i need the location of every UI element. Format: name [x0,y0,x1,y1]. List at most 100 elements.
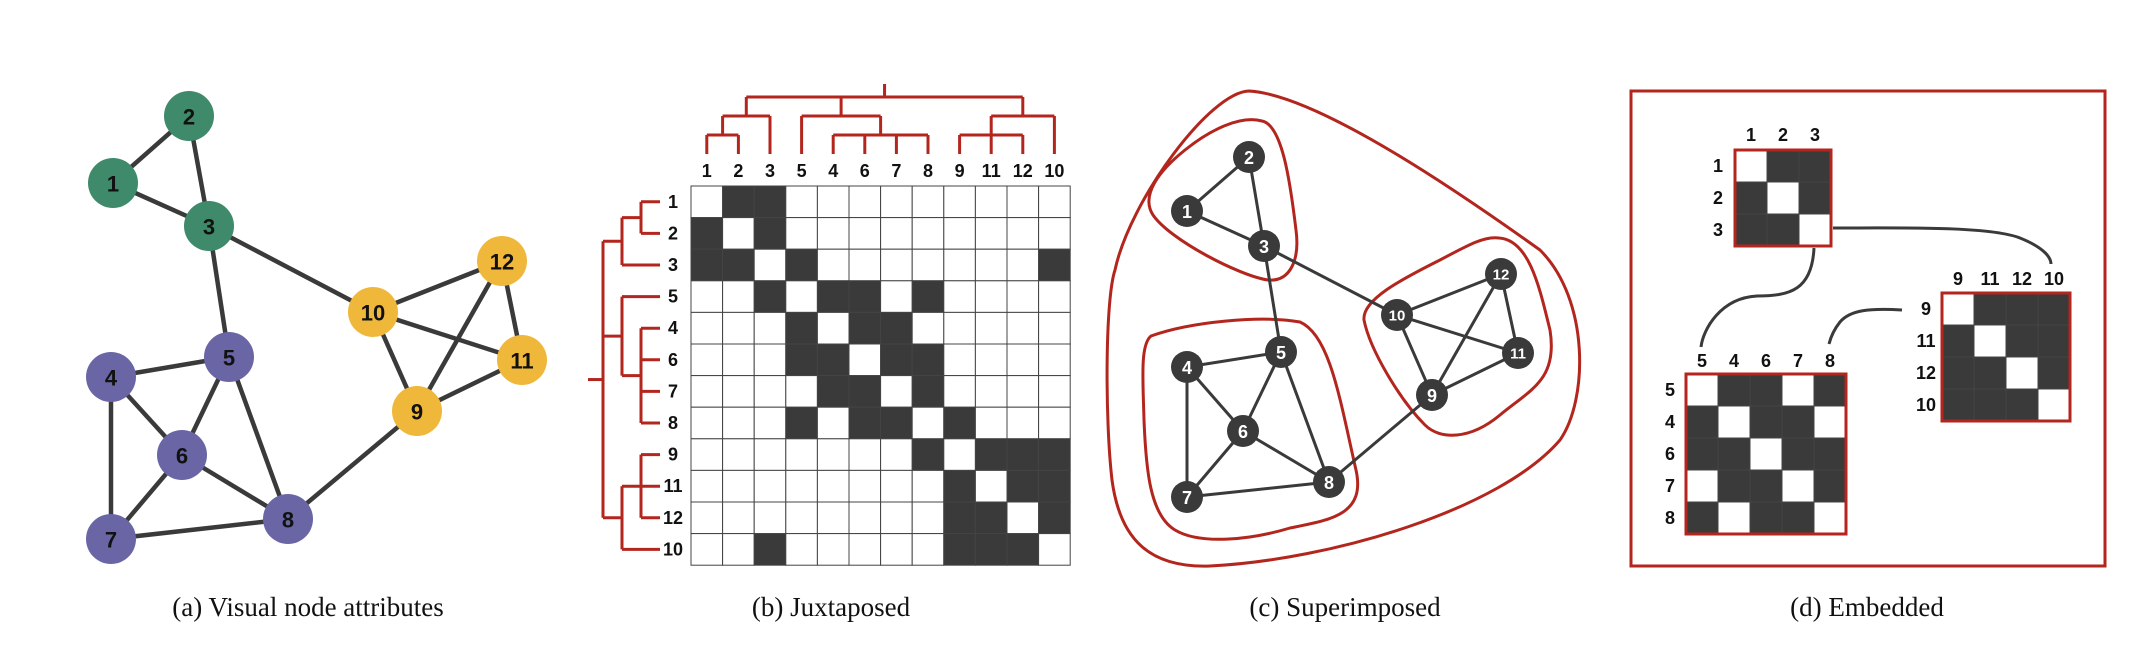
matrix-cell-6-7 [880,343,913,377]
matrix-cell-2-3 [753,217,787,250]
matrix-cell-10-5 [785,533,818,566]
outer-cluster-hull [1105,89,1582,568]
embedded-cell-1-1 [1734,149,1768,183]
matrix-cell-12-11 [974,501,1008,535]
matrix-cell-12-1 [690,501,724,535]
matrix-row-label-5: 5 [668,287,678,307]
matrix-cell-5-10 [1038,280,1071,313]
embedded-cell-5-8 [1813,373,1847,407]
matrix-row-label-11: 11 [663,476,682,496]
matrix-cell-11-9 [943,469,976,503]
matrix-cell-4-7 [880,311,913,345]
embedded-cell-7-6 [1749,469,1783,503]
edge-c-3-10 [1263,244,1398,317]
matrix-cell-3-2 [722,248,755,282]
matrix-cell-11-2 [722,469,755,503]
embedded-cell-7-5 [1685,469,1719,503]
embedded-cell-4-5 [1685,405,1719,439]
embedded-cell-11-12 [2005,324,2039,358]
node-8 [263,494,313,544]
edge-3-10 [207,224,375,314]
matrix-cell-1-3 [753,185,787,219]
matrix-cell-7-8 [911,375,945,408]
matrix-cell-5-8 [911,280,945,313]
matrix-cell-10-11 [974,533,1008,566]
node-c-12 [1485,258,1517,290]
matrix-cell-8-5 [785,406,818,440]
embedded-cell-4-8 [1813,405,1847,439]
matrix-cell-3-8 [911,248,945,282]
matrix-cell-4-12 [1006,311,1040,345]
matrix-col-label-5: 5 [797,161,807,181]
embedded-row-label-10: 10 [1916,395,1936,415]
embedded-cell-4-7 [1781,405,1815,439]
node-6 [157,430,207,480]
matrix-cell-6-8 [911,343,945,377]
matrix-cell-12-3 [753,501,787,535]
matrix-cell-2-6 [848,217,882,250]
embedded-cell-2-3 [1798,181,1832,215]
node-c-3 [1248,230,1280,262]
node-label-1: 1 [107,172,119,197]
node-c-label-12: 12 [1493,267,1510,284]
node-label-8: 8 [282,508,294,533]
matrix-cell-6-9 [943,343,976,377]
embedded-cell-6-4 [1717,437,1751,471]
matrix-cell-6-2 [722,343,755,377]
matrix-cell-12-7 [880,501,913,535]
matrix-cell-12-8 [911,501,945,535]
embedded-cell-10-11 [1973,388,2007,422]
matrix-cell-3-3 [753,248,787,282]
matrix-col-label-9: 9 [955,161,965,181]
matrix-cell-6-6 [848,343,882,377]
matrix-cell-6-12 [1006,343,1040,377]
embedded-col-label-10: 10 [2044,269,2064,289]
embedded-row-label-8: 8 [1665,508,1675,528]
matrix-cell-5-1 [690,280,724,313]
node-label-11: 11 [510,349,533,374]
embedded-cell-3-1 [1734,213,1768,247]
matrix-cell-2-9 [943,217,976,250]
matrix-cell-5-2 [722,280,755,313]
embedded-cell-5-7 [1781,373,1815,407]
embedded-cell-8-5 [1685,501,1719,535]
edge-9-12 [415,259,504,413]
embedded-cell-9-12 [2005,292,2039,326]
matrix-cell-1-2 [722,185,755,219]
node-c-9 [1416,379,1448,411]
embedded-cell-11-10 [2037,324,2071,358]
node-12 [477,236,527,286]
matrix-cell-8-4 [816,406,850,440]
node-label-10: 10 [361,301,385,326]
matrix-col-label-2: 2 [733,161,743,181]
matrix-row-label-7: 7 [668,381,678,401]
node-4 [86,352,136,402]
matrix-cell-10-2 [722,533,755,566]
embedded-block-border [1733,148,1833,248]
matrix-cell-6-5 [785,343,818,377]
edge-c-10-11 [1396,313,1519,355]
embedded-cell-6-5 [1685,437,1719,471]
matrix-cell-8-1 [690,406,724,440]
embedded-cell-7-7 [1781,469,1815,503]
matrix-row-label-9: 9 [668,445,678,465]
embedded-cell-4-6 [1749,405,1783,439]
embedded-row-label-9: 9 [1921,299,1931,319]
edge-8-9 [286,409,419,521]
matrix-cell-5-3 [753,280,787,313]
node-10 [348,287,398,337]
matrix-cell-9-8 [911,438,945,471]
matrix-cell-2-7 [880,217,913,250]
node-label-6: 6 [176,444,188,469]
matrix-cell-8-6 [848,406,882,440]
matrix-cell-1-5 [785,185,818,219]
matrix-cell-7-12 [1006,375,1040,408]
matrix-cell-3-10 [1038,248,1071,282]
caption-c: (c) Superimposed [1249,592,1441,622]
matrix-cell-12-9 [943,501,976,535]
matrix-cell-7-10 [1038,375,1071,408]
embedded-cell-6-6 [1749,437,1783,471]
node-7 [86,514,136,564]
matrix-cell-8-2 [722,406,755,440]
embedded-cell-10-9 [1941,388,1975,422]
